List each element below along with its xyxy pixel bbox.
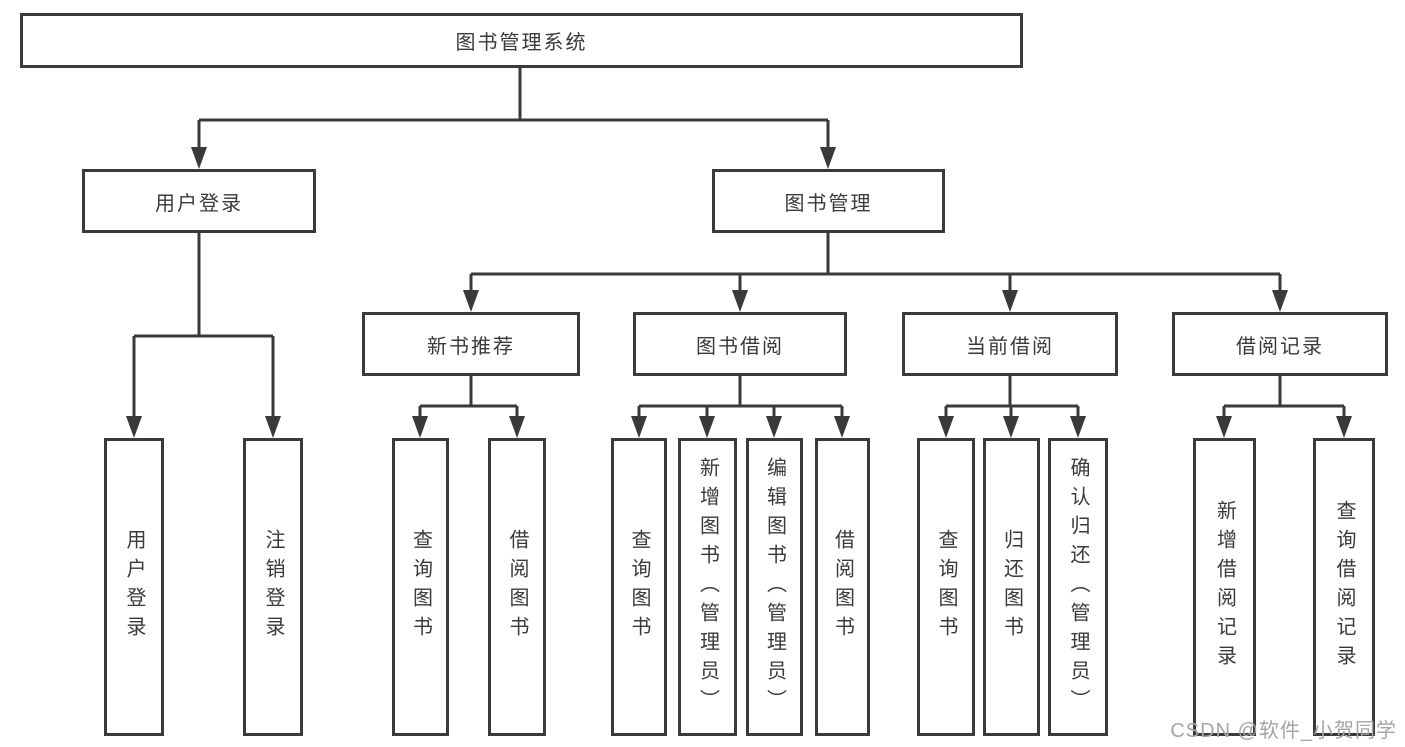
leaf-confirm-return-admin: 确认归还（管理员） [1048, 438, 1108, 736]
leaf-add-borrow-record: 新增借阅记录 [1193, 438, 1256, 736]
leaf-return-books: 归还图书 [983, 438, 1040, 736]
leaf-user-login: 用户登录 [104, 438, 164, 736]
node-label: 借阅图书 [831, 529, 854, 645]
node-label: 借阅记录 [1236, 335, 1324, 358]
node-label: 查询图书 [409, 529, 432, 645]
node-user-login-module: 用户登录 [82, 169, 316, 233]
node-label: 注销登录 [262, 529, 284, 645]
node-label: 查询图书 [628, 529, 650, 645]
leaf-query-borrow-record: 查询借阅记录 [1313, 438, 1375, 736]
leaf-edit-books-admin: 编辑图书（管理员） [746, 438, 803, 736]
leaf-query-books-2: 查询图书 [611, 438, 667, 736]
leaf-borrow-books-1: 借阅图书 [488, 438, 546, 736]
node-label: 新增图书（管理员） [696, 456, 719, 718]
leaf-query-books-3: 查询图书 [917, 438, 975, 736]
node-label: 确认归还（管理员） [1067, 456, 1089, 718]
csdn-watermark: CSDN @软件_小贺同学 [1170, 720, 1397, 742]
node-current-borrowing: 当前借阅 [902, 312, 1118, 376]
node-root-system: 图书管理系统 [20, 13, 1023, 68]
node-label: 查询借阅记录 [1333, 500, 1355, 674]
leaf-add-books-admin: 新增图书（管理员） [678, 438, 737, 736]
node-label: 查询图书 [935, 529, 957, 645]
node-label: 当前借阅 [966, 335, 1054, 358]
node-label: 借阅图书 [506, 529, 528, 645]
node-book-management: 图书管理 [712, 169, 945, 233]
node-label: 编辑图书（管理员） [763, 456, 786, 718]
node-label: 图书借阅 [696, 335, 784, 358]
node-label: 新书推荐 [427, 335, 515, 358]
node-label: 新增借阅记录 [1213, 500, 1236, 674]
node-label: 用户登录 [155, 192, 243, 215]
node-borrow-records: 借阅记录 [1172, 312, 1388, 376]
node-label: 图书管理系统 [455, 32, 588, 54]
node-new-book-recommend: 新书推荐 [362, 312, 580, 376]
node-label: 图书管理 [784, 192, 873, 215]
leaf-query-books-1: 查询图书 [392, 438, 449, 736]
node-label: 用户登录 [123, 529, 145, 645]
node-label: 归还图书 [1000, 529, 1023, 645]
node-book-borrowing: 图书借阅 [633, 312, 847, 376]
leaf-logout: 注销登录 [243, 438, 303, 736]
leaf-borrow-books-2: 借阅图书 [815, 438, 870, 736]
